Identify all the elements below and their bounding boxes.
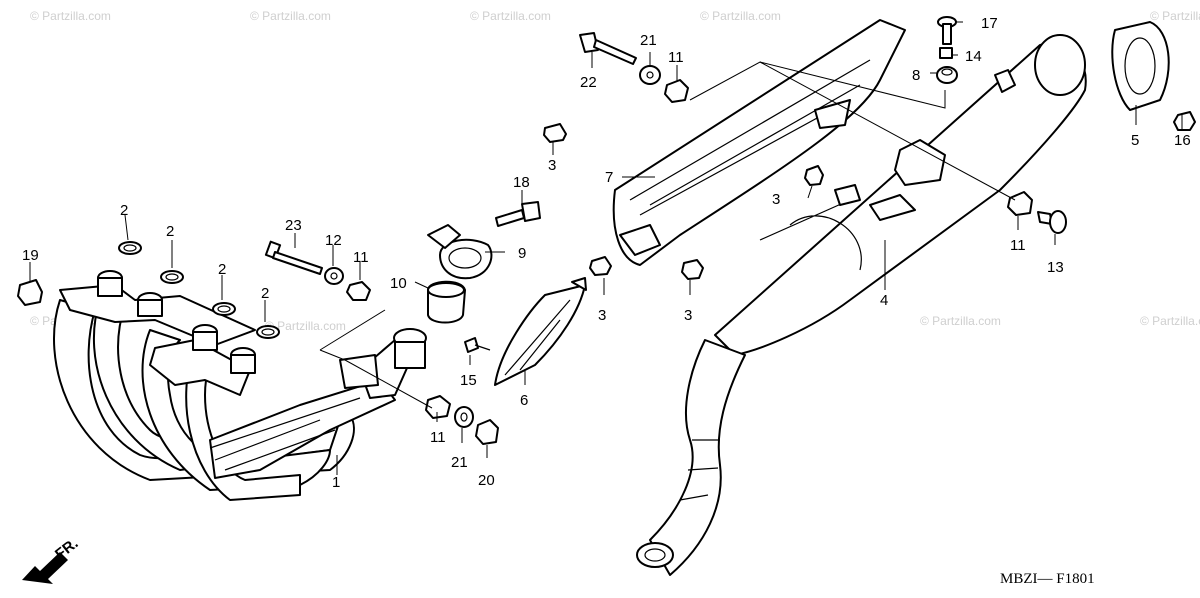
arrow-icon: [22, 552, 68, 584]
callout-12: 12: [325, 232, 342, 249]
callout-17: 17: [981, 15, 998, 32]
front-direction-marker: FR.: [22, 535, 82, 584]
exhaust-clamp-9[interactable]: [427, 224, 493, 280]
bolt-18[interactable]: [495, 201, 541, 227]
callout-3: 3: [548, 157, 556, 174]
callout-3: 3: [684, 307, 692, 324]
joint-gasket-10[interactable]: [427, 280, 466, 324]
watermark-text: © Partzilla.com: [920, 314, 1001, 328]
watermark-layer: © Partzilla.com © Partzilla.com © Partzi…: [30, 9, 1200, 333]
nut-11[interactable]: [346, 281, 371, 301]
bolt-23[interactable]: [264, 240, 323, 275]
washer-12[interactable]: [324, 267, 344, 285]
washer-21[interactable]: [639, 65, 661, 85]
bolt-22[interactable]: [579, 32, 637, 65]
watermark-text: © Partzilla.com: [1150, 9, 1200, 23]
watermark-text: © Partzilla.com: [30, 9, 111, 23]
leader-lines: [29, 21, 1183, 475]
end-cap-5[interactable]: [1111, 21, 1170, 111]
callout-22: 22: [580, 74, 597, 91]
nut-11[interactable]: [425, 395, 451, 419]
callout-9: 9: [518, 245, 526, 262]
watermark-text: © Partzilla.com: [470, 9, 551, 23]
callout-2: 2: [120, 202, 128, 219]
gasket-group[interactable]: [118, 241, 280, 339]
callout-19: 19: [22, 247, 39, 264]
callout-14: 14: [965, 48, 982, 65]
callout-8: 8: [912, 67, 920, 84]
muffler-4[interactable]: [636, 34, 1087, 576]
bolt-13[interactable]: [1037, 210, 1067, 234]
callout-7: 7: [605, 169, 613, 186]
collar-14[interactable]: [939, 47, 953, 59]
callout-11: 11: [1010, 237, 1026, 254]
callout-11: 11: [668, 49, 684, 66]
callout-23: 23: [285, 217, 302, 234]
watermark-text: © Partzilla.com: [250, 9, 331, 23]
callout-10: 10: [390, 275, 407, 292]
watermark-text: © Partzilla.com: [265, 319, 346, 333]
callout-2: 2: [261, 285, 269, 302]
callout-4: 4: [880, 292, 888, 309]
callout-5: 5: [1131, 132, 1139, 149]
heat-guard-6[interactable]: [494, 277, 587, 386]
callout-13: 13: [1047, 259, 1064, 276]
nut-11[interactable]: [664, 79, 689, 103]
nut-19[interactable]: [17, 279, 43, 306]
nut-3[interactable]: [589, 256, 612, 276]
bolt-15[interactable]: [464, 337, 491, 353]
callout-18: 18: [513, 174, 530, 191]
callout-21: 21: [451, 454, 468, 471]
callout-6: 6: [520, 392, 528, 409]
callout-1: 1: [332, 474, 340, 491]
callout-3: 3: [598, 307, 606, 324]
nut-3[interactable]: [543, 123, 567, 143]
muffler-cover-7[interactable]: [612, 19, 906, 266]
nut-11[interactable]: [1007, 191, 1033, 216]
callout-labels: 1 2 2 2 2 3 3 3 3 4 5 6 7 8 9 10 11 11 1…: [22, 15, 1191, 491]
bolt-17[interactable]: [937, 16, 957, 45]
washer-21[interactable]: [454, 406, 474, 428]
watermark-text: © Partzilla.com: [1140, 314, 1200, 328]
figure-code: MBZI— F1801: [1000, 571, 1095, 587]
bolt-16[interactable]: [1173, 111, 1196, 131]
callout-16: 16: [1174, 132, 1191, 149]
nut-3[interactable]: [681, 259, 704, 280]
callout-20: 20: [478, 472, 495, 489]
nut-20[interactable]: [475, 419, 499, 445]
callout-15: 15: [460, 372, 477, 389]
nut-3[interactable]: [804, 165, 824, 186]
callout-2: 2: [166, 223, 174, 240]
callout-21: 21: [640, 32, 657, 49]
callout-2: 2: [218, 261, 226, 278]
grommet-8[interactable]: [936, 66, 958, 84]
callout-3: 3: [772, 191, 780, 208]
exhaust-header-pipes[interactable]: [53, 270, 427, 501]
callout-11: 11: [430, 429, 446, 446]
watermark-text: © Partzilla.com: [700, 9, 781, 23]
callout-11: 11: [353, 249, 369, 266]
